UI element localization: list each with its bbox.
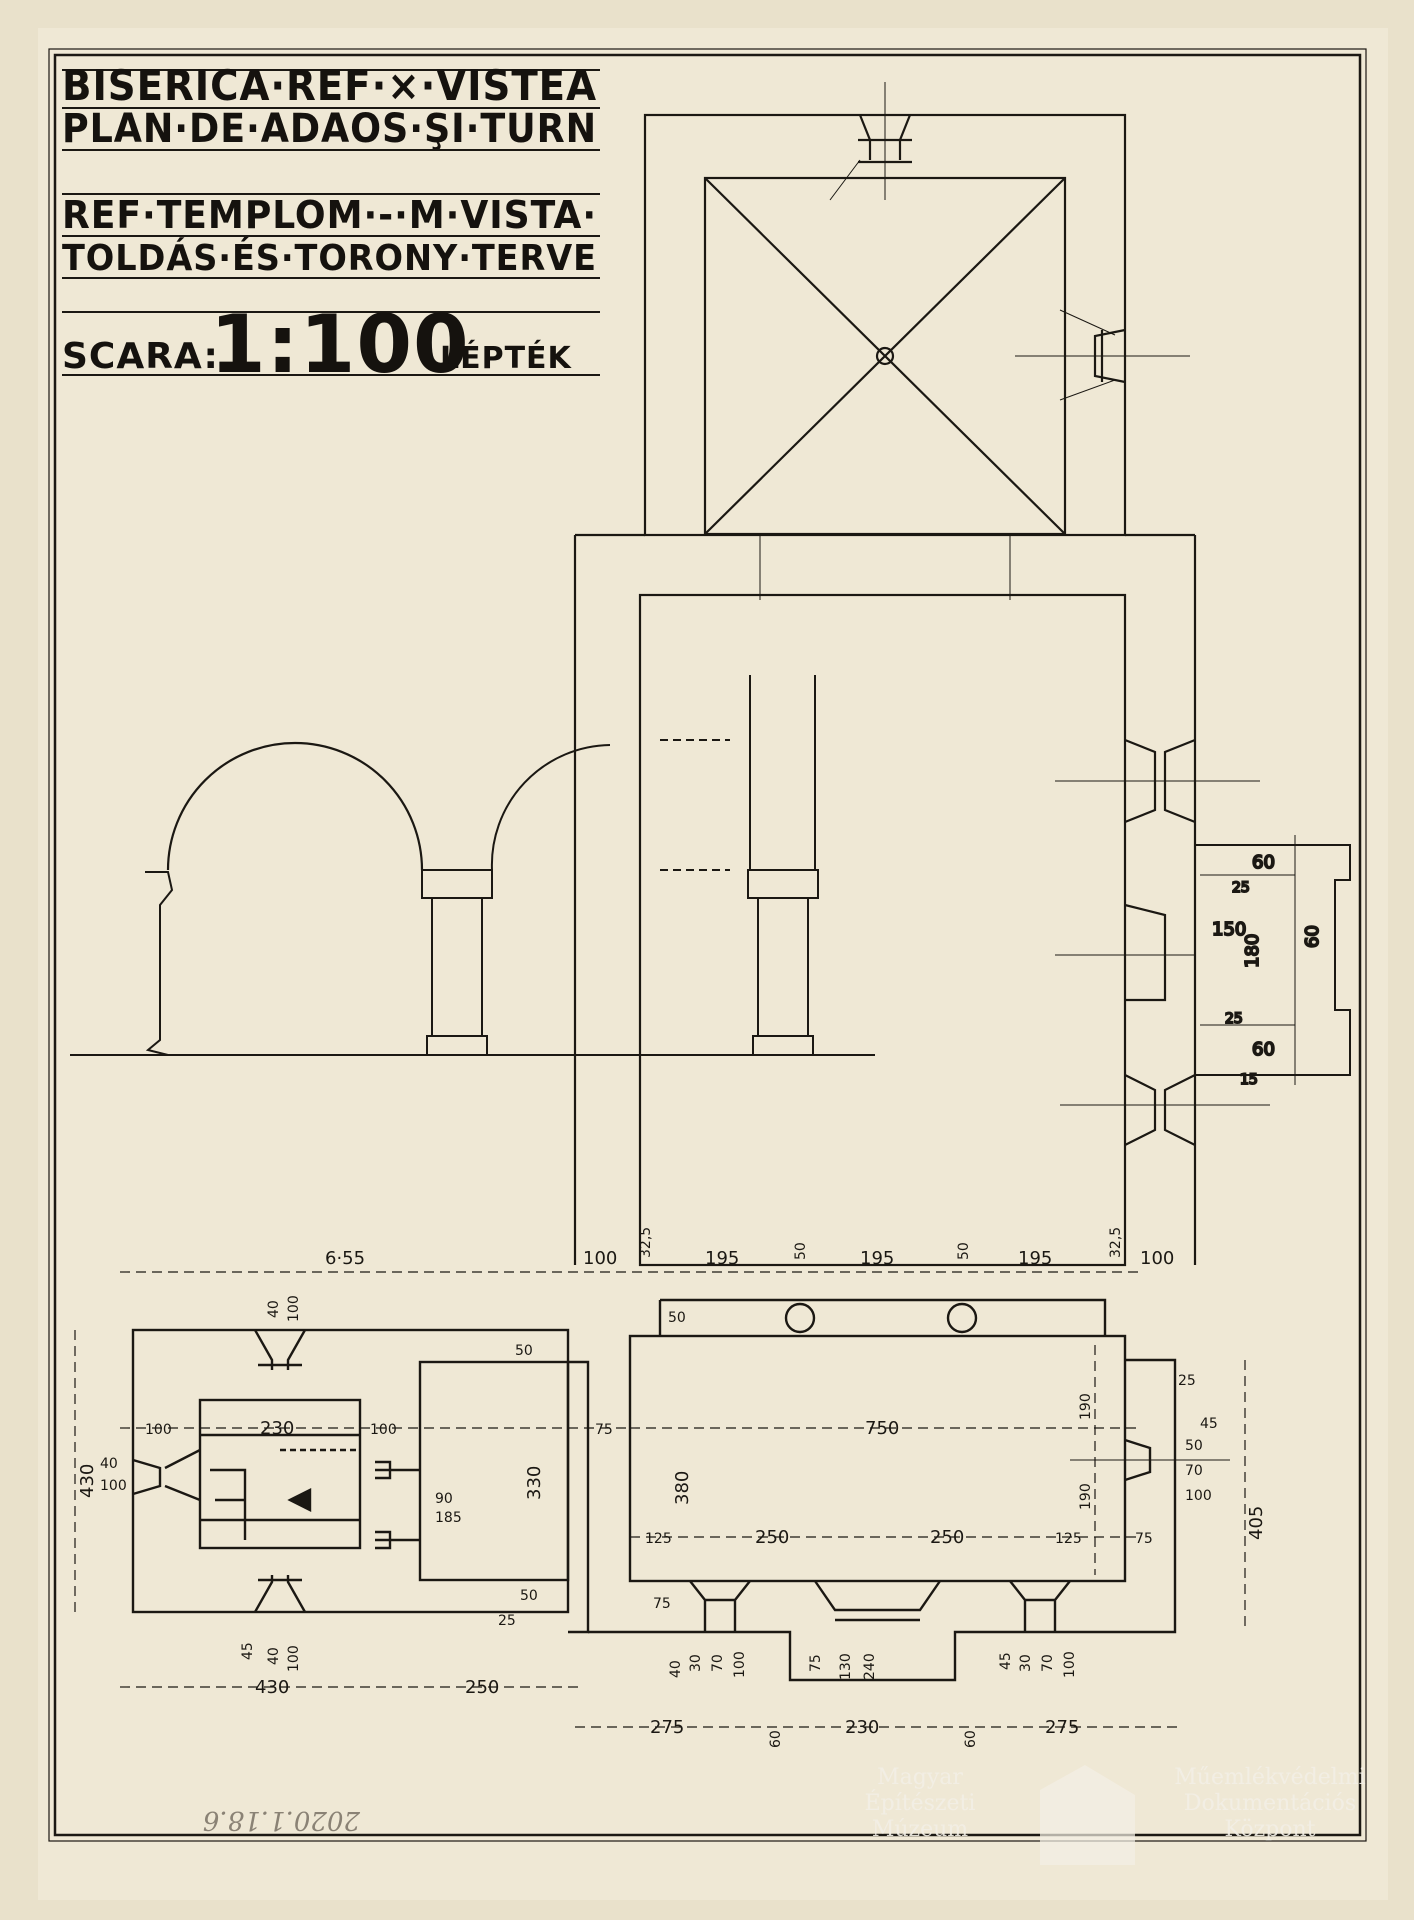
title-block: BISERICA·REF·×·VISTEA PLAN·DE·ADAOS·ŞI·T… [62,61,600,391]
tower-upper-plan [643,82,1190,537]
dim-top-325a: 32,5 [638,1227,654,1258]
ground-plan [131,1298,1230,1682]
watermark-left-3: Múzeum [872,1817,968,1842]
win-dim-25a: 25 [1232,880,1250,896]
dim-nave-250b: 250 [930,1527,964,1548]
dimension-labels: 6·55 100 32,5 195 50 195 50 195 32,5 100… [77,1227,1267,1748]
watermark-logo-icon [1040,1765,1135,1865]
border-frame [48,48,1367,1842]
title-line-2: PLAN·DE·ADAOS·ŞI·TURN [62,106,597,152]
dim-top-325b: 32,5 [1108,1227,1124,1258]
dim-nave-40: 40 [668,1660,684,1678]
title-line-4: TOLDÁS·ÉS·TORONY·TERVE [62,237,597,279]
dim-nave-45: 45 [1200,1416,1218,1432]
scale-suffix: LÉPTÉK [440,340,573,376]
dim-bottom-60a: 60 [768,1730,784,1748]
dim-porch-330: 330 [524,1466,545,1500]
dim-tower-40: 40 [266,1300,282,1318]
dim-nave-405: 405 [1246,1506,1267,1540]
dim-nave-380: 380 [672,1471,693,1505]
win-dim-15: 15 [1240,1072,1258,1088]
dim-door-185: 185 [435,1510,462,1526]
watermark-right-3: Központ [1224,1817,1315,1842]
dim-nave-100: 100 [1185,1488,1212,1504]
dim-tower-45: 45 [240,1642,256,1660]
dim-nave-75c: 75 [653,1596,671,1612]
pencil-archive-note: 2020.1.18.6 [203,1805,361,1835]
dim-nave-70b: 70 [1040,1654,1056,1672]
title-line-3: REF·TEMPLOM·-·M·VISTA· [62,193,597,237]
dim-nave-250a: 250 [755,1527,789,1548]
dim-bottom-60b: 60 [963,1730,979,1748]
dim-nave-70: 70 [1185,1463,1203,1479]
win-dim-150: 150 [1212,919,1246,940]
dim-nave-190a: 190 [1078,1393,1094,1420]
dim-tower-100: 100 [286,1295,302,1322]
win-dim-25b: 25 [1225,1011,1243,1027]
dim-nave-70a: 70 [710,1654,726,1672]
dim-tower-430h: 430 [255,1677,289,1698]
dim-top-100b: 100 [1140,1248,1174,1269]
dim-bottom-230: 230 [845,1717,879,1738]
dim-nave-50: 50 [668,1310,686,1326]
dim-bottom-275b: 275 [1045,1717,1079,1738]
dim-bottom-275a: 275 [650,1717,684,1738]
watermark-left-2: Építészeti [865,1789,976,1816]
dim-nave-45b: 45 [998,1652,1014,1670]
dim-nave-75b: 75 [1135,1531,1153,1547]
dim-top-50b: 50 [956,1242,972,1260]
dim-tower-40b: 40 [266,1647,282,1665]
dim-top-50a: 50 [793,1242,809,1260]
dim-top-195c: 195 [1018,1248,1052,1269]
dim-nave-125b: 125 [1055,1531,1082,1547]
dim-nave-75d: 75 [808,1654,824,1672]
watermark-right-2: Dokumentációs [1184,1791,1356,1816]
scale-prefix: SCARA: [62,336,219,377]
win-dim-180: 180 [1242,934,1263,968]
win-dim-60b: 60 [1302,925,1323,948]
dim-nave-25: 25 [1178,1373,1196,1389]
dim-door-90: 90 [435,1491,453,1507]
watermark-right-1: Műemlékvédelmi [1174,1765,1365,1790]
dim-nave-30b: 30 [1018,1654,1034,1672]
dim-tower-100r: 100 [370,1422,397,1438]
arcade-elevation [70,675,875,1056]
dim-tower-40l: 40 [100,1456,118,1472]
dimension-lines [74,1271,1246,1728]
dim-tower-230: 230 [260,1418,294,1439]
scale-value: 1:100 [210,298,470,391]
watermark-left-1: Magyar [877,1765,963,1790]
dim-tower-100ll: 100 [100,1478,127,1494]
dim-tower-50a: 50 [515,1343,533,1359]
dim-nave-240: 240 [862,1653,878,1680]
dim-nave-50r: 50 [1185,1438,1203,1454]
win-dim-60a: 60 [1252,852,1275,873]
dim-nave-100a: 100 [732,1651,748,1678]
dim-top-195a: 195 [705,1248,739,1269]
window-detail: 60 25 150 180 60 25 60 15 [1195,835,1351,1089]
dim-nave-130: 130 [838,1653,854,1680]
dim-tower-100l: 100 [145,1422,172,1438]
dim-top-655: 6·55 [325,1248,365,1269]
dim-nave-100b: 100 [1062,1651,1078,1678]
church-plan-outline [573,533,1270,1267]
dim-nave-190b: 190 [1078,1483,1094,1510]
win-dim-60c: 60 [1252,1039,1275,1060]
dim-tower-25: 25 [498,1613,516,1629]
dim-nave-75a: 75 [595,1422,613,1438]
museum-watermark: Magyar Építészeti Múzeum Műemlékvédelmi … [865,1765,1366,1865]
dim-nave-30a: 30 [688,1654,704,1672]
dim-tower-430v: 430 [77,1464,98,1498]
dim-tower-50b: 50 [520,1588,538,1604]
title-line-1: BISERICA·REF·×·VISTEA [62,61,597,110]
dim-nave-750: 750 [865,1418,899,1439]
dim-top-195b: 195 [860,1248,894,1269]
dim-porch-250h: 250 [465,1677,499,1698]
dim-tower-100b: 100 [286,1645,302,1672]
paper-sheet [38,28,1388,1900]
dim-top-100a: 100 [583,1248,617,1269]
dim-nave-125a: 125 [645,1531,672,1547]
